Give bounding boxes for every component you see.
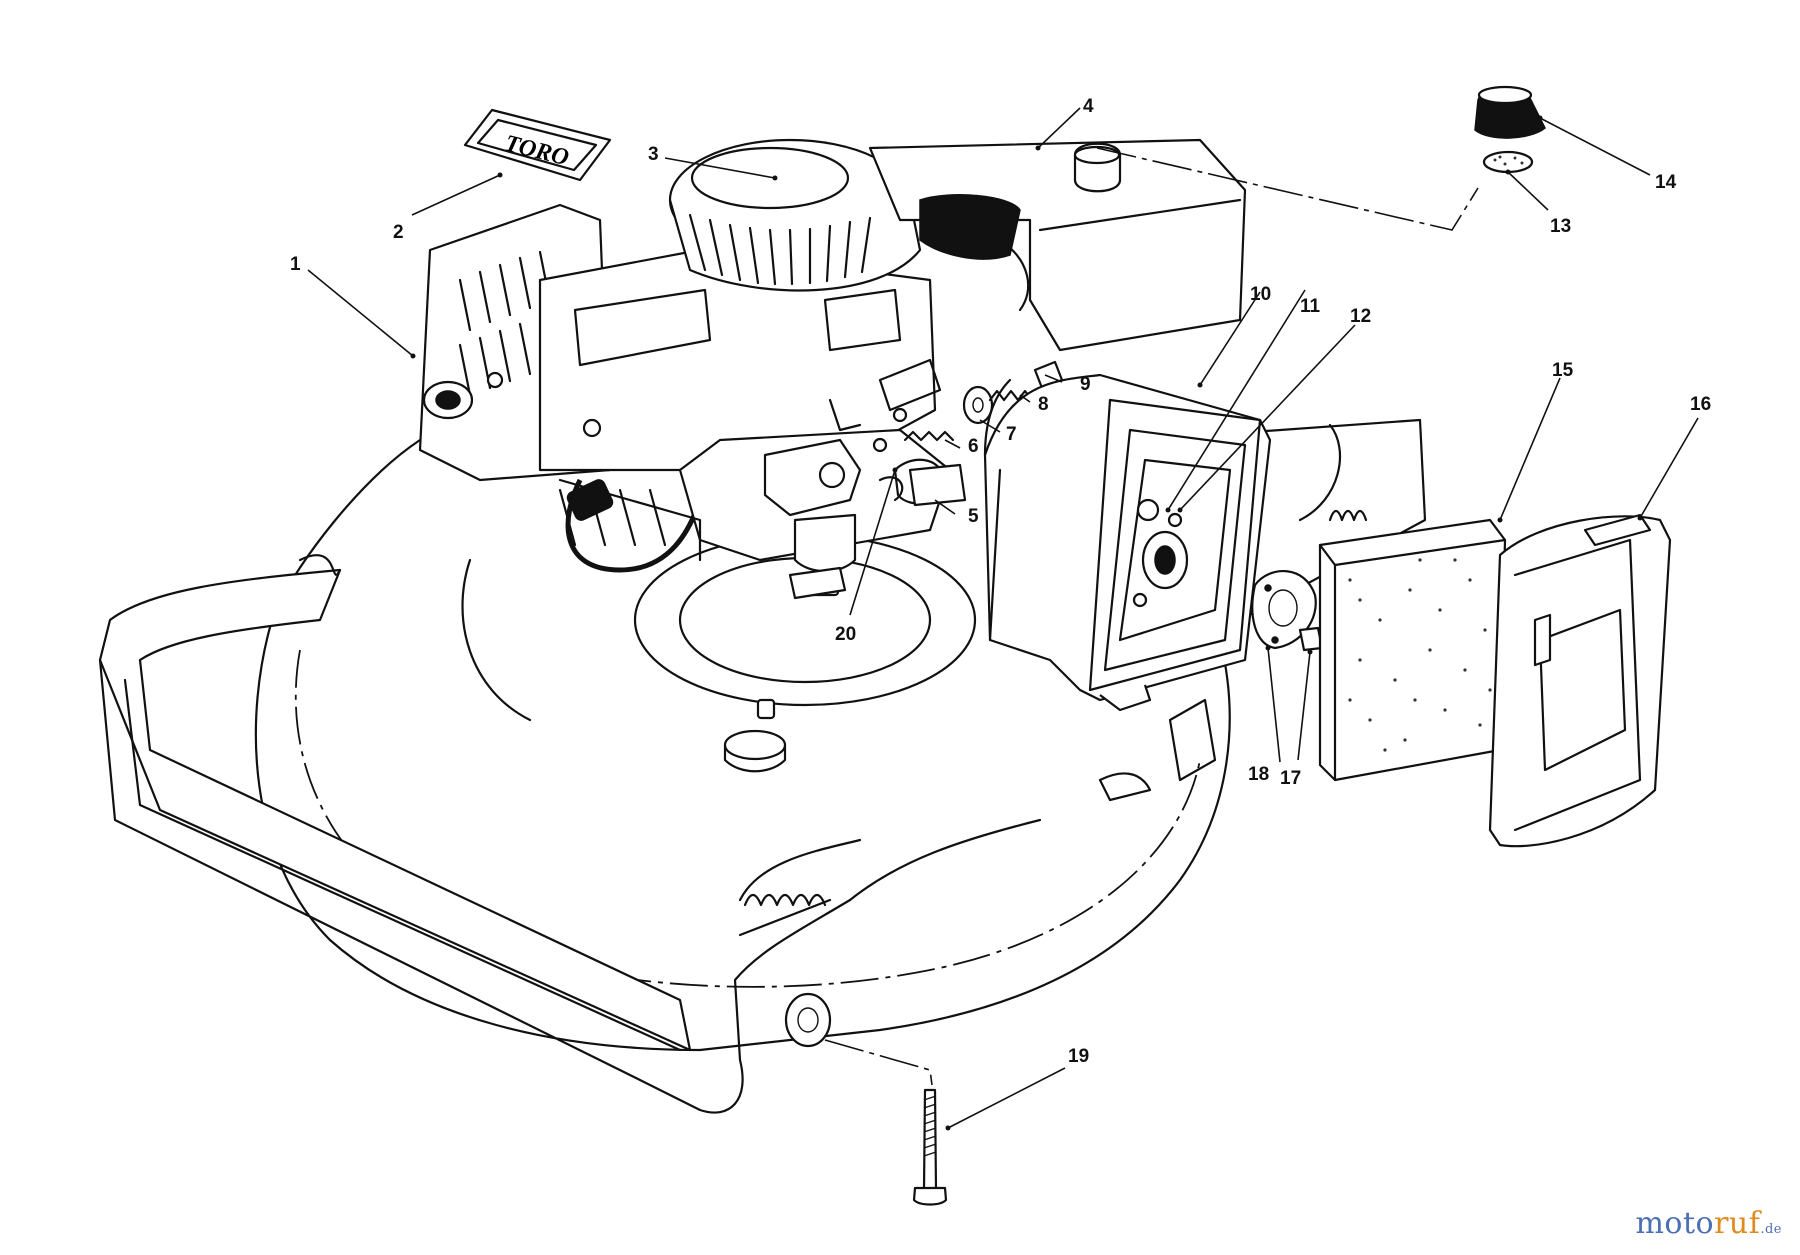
callout-6: 6 [968, 436, 979, 457]
mounting-bolt [912, 1088, 948, 1206]
callout-5: 5 [968, 506, 979, 527]
air-cleaner-base [983, 373, 1272, 712]
callout-15: 15 [1552, 360, 1574, 381]
callout-2: 2 [393, 222, 404, 243]
air-filter-element [1318, 518, 1507, 782]
toro-decal: TORO [463, 108, 612, 182]
motoruf-watermark: motoruf.de [1635, 1206, 1782, 1241]
callout-7: 7 [1006, 424, 1017, 445]
air-cleaner-cover [1488, 513, 1672, 848]
callout-17: 17 [1280, 768, 1301, 789]
callout-numbers: 1 2 3 4 5 6 7 8 9 10 11 12 13 14 15 16 1… [290, 96, 1711, 1067]
callout-12: 12 [1350, 306, 1371, 327]
callout-8: 8 [1038, 394, 1049, 415]
fuel-cap [1474, 85, 1546, 174]
callout-3: 3 [648, 144, 659, 165]
callout-9: 9 [1080, 374, 1091, 395]
callout-11: 11 [1300, 296, 1321, 317]
callout-20: 20 [835, 624, 856, 645]
callout-13: 13 [1550, 216, 1571, 237]
callout-16: 16 [1690, 394, 1711, 415]
linkage-parts [878, 360, 1064, 507]
callout-14: 14 [1655, 172, 1677, 193]
callout-18: 18 [1248, 764, 1269, 785]
gasket-and-nut [1251, 570, 1324, 652]
callout-10: 10 [1250, 284, 1271, 305]
leader-lines [307, 107, 1699, 1131]
callout-19: 19 [1068, 1046, 1089, 1067]
engine-assembly [418, 138, 1247, 600]
callout-4: 4 [1083, 96, 1094, 117]
callout-1: 1 [290, 254, 301, 275]
